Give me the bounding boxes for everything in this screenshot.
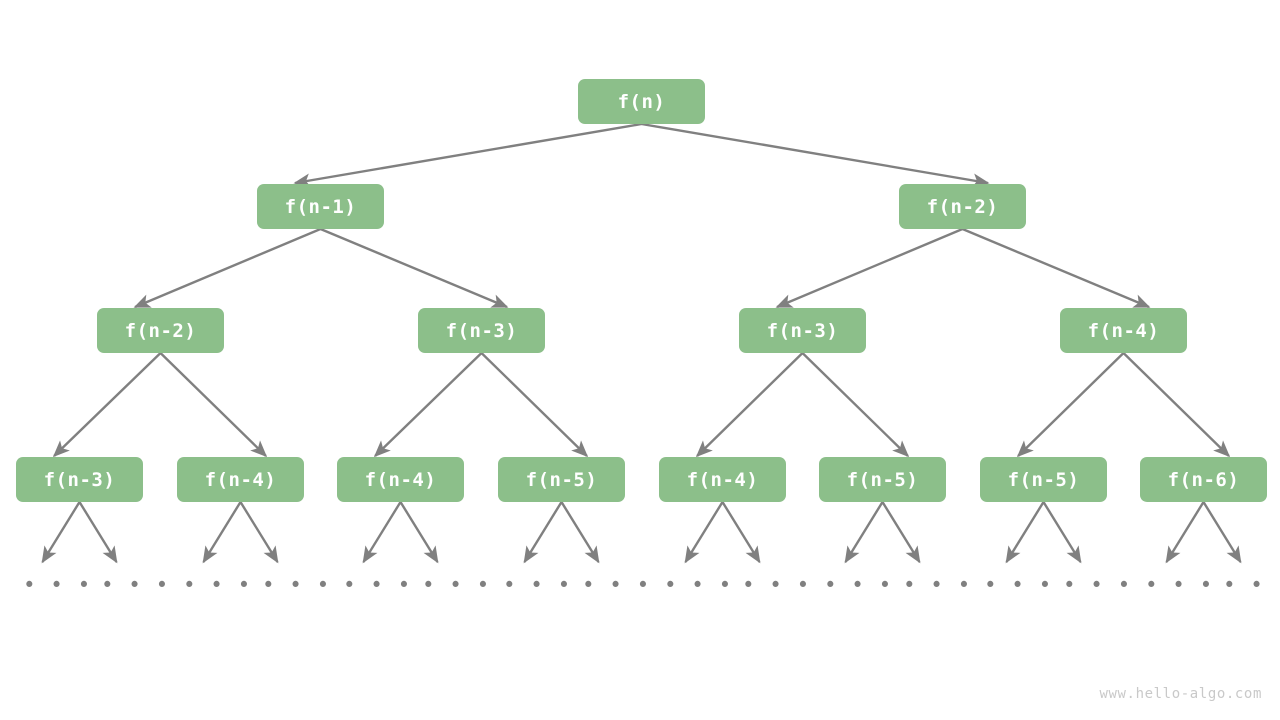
edge-n1-to-n3 xyxy=(133,227,321,309)
tree-node-n6: f(n-4) xyxy=(1060,308,1187,353)
tree-node-n0: f(n) xyxy=(578,79,705,124)
stub-edge-n10-right xyxy=(560,501,600,564)
ellipsis-marker: • • • xyxy=(984,573,1053,597)
ellipsis-marker: • • • xyxy=(23,573,92,597)
stub-edge-n11-right xyxy=(721,501,761,564)
edge-n4-to-n10 xyxy=(480,352,589,458)
edge-n5-to-n11 xyxy=(695,352,804,458)
stub-edge-n7-right xyxy=(78,501,118,564)
stub-edge-n12-left xyxy=(844,501,884,564)
watermark: www.hello-algo.com xyxy=(1099,686,1262,702)
stub-edge-n7-left xyxy=(41,501,81,564)
stub-edge-n13-left xyxy=(1005,501,1045,564)
stub-edge-n11-left xyxy=(684,501,724,564)
ellipsis-marker: • • • xyxy=(1063,573,1132,597)
edge-n6-to-n13 xyxy=(1016,352,1125,458)
ellipsis-marker: • • • xyxy=(582,573,651,597)
edge-n1-to-n4 xyxy=(320,227,509,309)
tree-node-n7: f(n-3) xyxy=(16,457,143,502)
edge-n3-to-n7 xyxy=(52,352,162,458)
ellipsis-marker: • • • xyxy=(422,573,491,597)
ellipsis-marker: • • • xyxy=(1223,573,1280,597)
tree-node-n13: f(n-5) xyxy=(980,457,1107,502)
tree-node-n1: f(n-1) xyxy=(257,184,384,229)
edge-n3-to-n8 xyxy=(159,352,268,458)
tree-node-n3: f(n-2) xyxy=(97,308,224,353)
ellipsis-marker: • • • xyxy=(101,573,170,597)
stub-edge-n9-right xyxy=(399,501,439,564)
stub-edge-n10-left xyxy=(523,501,563,564)
edge-n0-to-n1 xyxy=(293,122,642,188)
edge-n2-to-n5 xyxy=(775,227,963,309)
stub-edge-n8-right xyxy=(239,501,279,564)
ellipsis-marker: • • • xyxy=(903,573,972,597)
stub-edge-n14-left xyxy=(1165,501,1205,564)
ellipsis-marker: • • • xyxy=(343,573,412,597)
stub-edge-n12-right xyxy=(881,501,921,564)
ellipsis-marker: • • • xyxy=(1145,573,1214,597)
tree-node-n2: f(n-2) xyxy=(899,184,1026,229)
tree-node-n11: f(n-4) xyxy=(659,457,786,502)
ellipsis-marker: • • • xyxy=(742,573,811,597)
ellipsis-marker: • • • xyxy=(824,573,893,597)
ellipsis-marker: • • • xyxy=(664,573,733,597)
edge-n4-to-n9 xyxy=(373,352,483,458)
ellipsis-marker: • • • xyxy=(262,573,331,597)
tree-node-n10: f(n-5) xyxy=(498,457,625,502)
tree-node-n14: f(n-6) xyxy=(1140,457,1267,502)
tree-node-n4: f(n-3) xyxy=(418,308,545,353)
edge-n2-to-n6 xyxy=(962,227,1151,309)
tree-node-n5: f(n-3) xyxy=(739,308,866,353)
edge-n6-to-n14 xyxy=(1122,352,1231,458)
edge-n5-to-n12 xyxy=(801,352,910,458)
tree-node-n8: f(n-4) xyxy=(177,457,304,502)
ellipsis-marker: • • • xyxy=(503,573,572,597)
tree-node-n9: f(n-4) xyxy=(337,457,464,502)
stub-edge-n8-left xyxy=(202,501,242,564)
ellipsis-marker: • • • xyxy=(183,573,252,597)
tree-node-n12: f(n-5) xyxy=(819,457,946,502)
stub-edge-n9-left xyxy=(362,501,402,564)
edge-n0-to-n2 xyxy=(641,122,990,188)
stub-edge-n14-right xyxy=(1202,501,1242,564)
stub-edge-n13-right xyxy=(1042,501,1082,564)
